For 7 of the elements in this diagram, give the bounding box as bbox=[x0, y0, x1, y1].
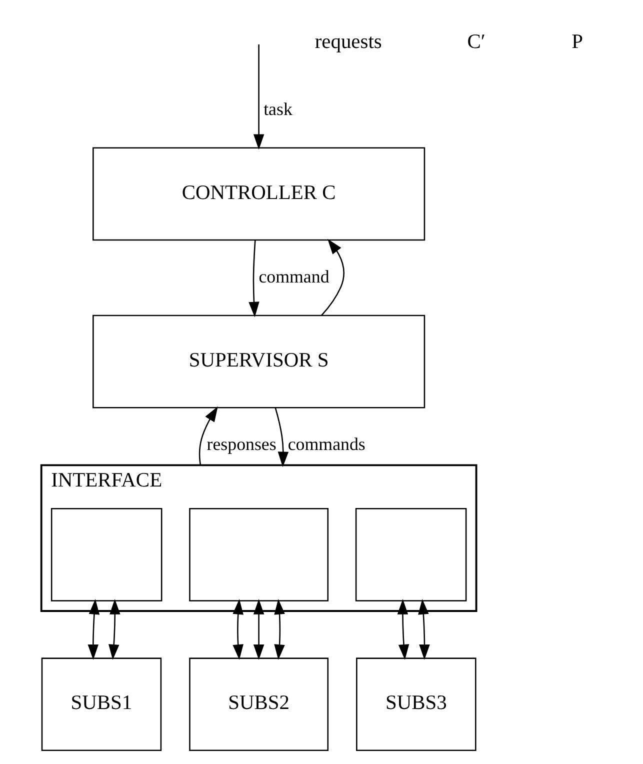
label: C′ bbox=[467, 30, 486, 53]
edge-label: responses bbox=[206, 434, 276, 454]
edge-label: commands bbox=[288, 434, 366, 454]
label: requests bbox=[314, 30, 382, 53]
label: P bbox=[572, 30, 584, 53]
edge-label: command bbox=[258, 266, 330, 286]
edge-label: task bbox=[264, 98, 292, 119]
